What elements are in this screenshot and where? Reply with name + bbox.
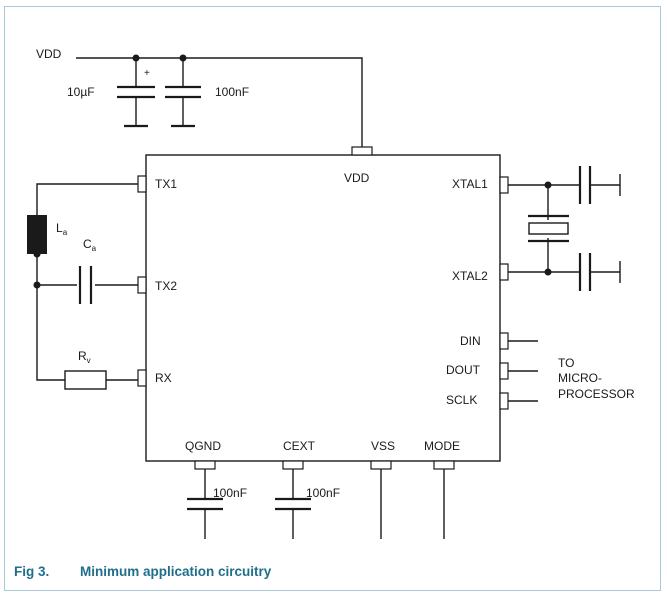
pin-sclk-pad (499, 392, 509, 410)
electrolytic-value: 10µF (67, 85, 95, 99)
antenna-capacitor (78, 266, 93, 304)
crystal (528, 214, 569, 243)
pin-tx1-pad (137, 175, 147, 193)
capacitor-label: Ca (83, 237, 97, 253)
antenna-inductor (27, 215, 47, 254)
pin-cext-label: CEXT (283, 439, 316, 453)
microprocessor-lines (508, 340, 538, 402)
pin-xtal2-label: XTAL2 (452, 269, 488, 283)
pin-mode-label: MODE (424, 439, 460, 453)
pin-vss-pad (370, 460, 392, 470)
micro-label-line2: MICRO- (558, 371, 602, 385)
resistor-label: Rv (78, 349, 91, 365)
micro-label-line1: TO (558, 356, 574, 370)
pin-din-label: DIN (460, 334, 481, 348)
pin-tx2-pad (137, 276, 147, 294)
figure-caption: Fig 3. Minimum application circuitry (14, 564, 271, 579)
figure-title: Minimum application circuitry (80, 564, 272, 579)
pin-qgnd-label: QGND (185, 439, 221, 453)
pin-dout-label: DOUT (446, 363, 481, 377)
pin-dout-pad (499, 362, 509, 380)
series-resistor (64, 370, 107, 390)
inductor-label: La (56, 221, 68, 237)
vdd-supply-label: VDD (36, 47, 62, 61)
decoupling-value: 100nF (215, 85, 249, 99)
figure-number: Fig 3. (14, 564, 50, 579)
electrolytic-capacitor (117, 58, 155, 128)
xtal2-load-capacitor (578, 253, 592, 291)
figure-frame (4, 6, 661, 591)
pin-rx-label: RX (155, 371, 172, 385)
vdd-rail (76, 54, 363, 148)
crystal-network-wiring (508, 174, 621, 283)
xtal1-load-capacitor (578, 166, 592, 204)
cext-capacitor (275, 469, 311, 539)
cext-capacitor-value: 100nF (306, 486, 340, 500)
pin-sclk-label: SCLK (446, 393, 477, 407)
micro-label-line3: PROCESSOR (558, 387, 635, 401)
decoupling-capacitor (165, 58, 201, 128)
qgnd-capacitor (187, 469, 223, 539)
chip-body (145, 154, 501, 462)
qgnd-capacitor-value: 100nF (213, 486, 247, 500)
pin-cext-pad (282, 460, 304, 470)
polarity-mark: + (144, 68, 150, 79)
pin-xtal2-pad (499, 263, 509, 281)
pin-xtal1-pad (499, 176, 509, 194)
pin-qgnd-pad (194, 460, 216, 470)
pin-mode-pad (433, 460, 455, 470)
pin-rx-pad (137, 369, 147, 387)
pin-tx1-label: TX1 (155, 177, 177, 191)
pin-vdd-pad (351, 146, 373, 156)
pin-tx2-label: TX2 (155, 279, 177, 293)
pin-din-pad (499, 332, 509, 350)
pin-vss-label: VSS (371, 439, 395, 453)
pin-vdd-label: VDD (344, 171, 370, 185)
pin-xtal1-label: XTAL1 (452, 177, 488, 191)
